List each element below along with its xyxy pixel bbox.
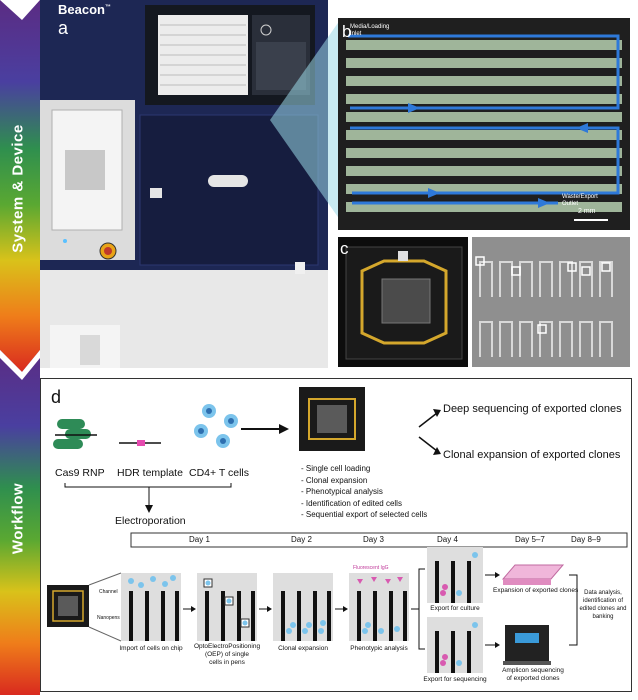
channel-label: Channel	[99, 589, 118, 595]
step-item: - Clonal expansion	[301, 475, 368, 485]
step-item: - Sequential export of selected cells	[301, 510, 428, 519]
chip-photo-illustration	[345, 246, 463, 360]
input-cas9-label: Cas9 RNP	[55, 467, 105, 479]
panel-c-chip-photo: c	[338, 237, 468, 367]
brand-name: Beacon	[58, 2, 105, 17]
rail-arrow-shape	[0, 0, 40, 695]
outcome-deep-sequencing: Deep sequencing of exported clones	[443, 403, 622, 415]
panel-b-letter: b	[342, 22, 352, 41]
chip-icon-small	[47, 585, 89, 627]
electroporation-label: Electroporation	[115, 515, 186, 527]
outlet-label: Waste/Export Outlet	[562, 194, 598, 207]
panel-a-letter: a	[58, 18, 69, 38]
chip-channels-illustration	[338, 18, 630, 230]
chip-icon	[299, 387, 365, 451]
panel-a-instrument: a Beacon™	[40, 0, 328, 368]
panel-d-workflow: d	[40, 378, 632, 692]
step-item: - Identification of edited cells	[301, 498, 402, 508]
outcome-clonal-expansion: Clonal expansion of exported clones	[443, 449, 621, 461]
timeline-day-3: Day 3	[363, 535, 384, 544]
scale-bar-label: 2 mm	[578, 208, 596, 215]
step-item: - Single cell loading	[301, 464, 371, 473]
stage-phenotypic	[349, 573, 409, 641]
stage-oep	[197, 573, 257, 641]
caption-phenotypic: Phenotypic analysis	[350, 645, 408, 652]
timeline-day-5-7: Day 5–7	[515, 535, 545, 544]
caption-amplicon: Amplicon sequencing of exported clones	[502, 667, 564, 682]
well-plate-icon	[501, 564, 565, 585]
sequencer-icon	[503, 625, 551, 665]
brand-logo: Beacon™	[58, 2, 111, 17]
timeline-day-4: Day 4	[437, 535, 458, 544]
caption-analysis: Data analysis, identification of edited …	[579, 590, 627, 620]
stage-import	[121, 573, 181, 641]
step-item: - Phenotypical analysis	[301, 487, 383, 496]
caption-expansion: Expansion of exported clones	[493, 587, 579, 594]
caption-export-sequencing: Export for sequencing	[423, 676, 487, 683]
cas9-rnp-icon	[53, 419, 97, 449]
stage-export-culture	[427, 547, 483, 603]
timeline-day-2: Day 2	[291, 535, 312, 544]
stage-export-sequencing	[427, 617, 483, 673]
section-rail: System & Device Workflow	[0, 0, 40, 695]
caption-clonal: Clonal expansion	[278, 645, 328, 652]
input-tcells-label: CD4+ T cells	[189, 467, 250, 479]
caption-export-culture: Export for culture	[430, 605, 480, 612]
nanopens-label: Nanopens	[97, 615, 120, 621]
step-list: - Single cell loading - Clonal expansion…	[301, 463, 427, 521]
hdr-template-icon	[119, 440, 161, 446]
inlet-label: Media/Loading Inlet	[350, 24, 390, 37]
rail-label-workflow: Workflow	[9, 482, 27, 555]
input-hdr-label: HDR template	[117, 467, 183, 479]
timeline-day-8-9: Day 8–9	[571, 535, 601, 544]
trademark: ™	[104, 4, 111, 11]
caption-oep: OptoElectroPositioning (OEP) of single c…	[193, 643, 261, 666]
nanopens-illustration	[472, 237, 630, 367]
fluorescent-igg-label: Fluorescent IgG	[353, 565, 389, 571]
zoom-wedge	[270, 20, 340, 220]
stage-clonal	[273, 573, 333, 641]
panel-d-letter: d	[51, 387, 62, 407]
t-cells-icon	[194, 404, 238, 448]
instrument-illustration	[40, 0, 328, 368]
panel-c-nanopens-micrograph	[472, 237, 630, 367]
caption-import: Import of cells on chip	[119, 645, 183, 652]
panel-b-chip-micrograph: b Media/Loading Inlet Waste/Export Outle…	[338, 18, 630, 230]
workflow-graphics	[47, 387, 628, 673]
rail-label-system: System & Device	[9, 124, 27, 253]
timeline-day-1: Day 1	[189, 535, 210, 544]
panel-c-letter: c	[340, 239, 349, 258]
